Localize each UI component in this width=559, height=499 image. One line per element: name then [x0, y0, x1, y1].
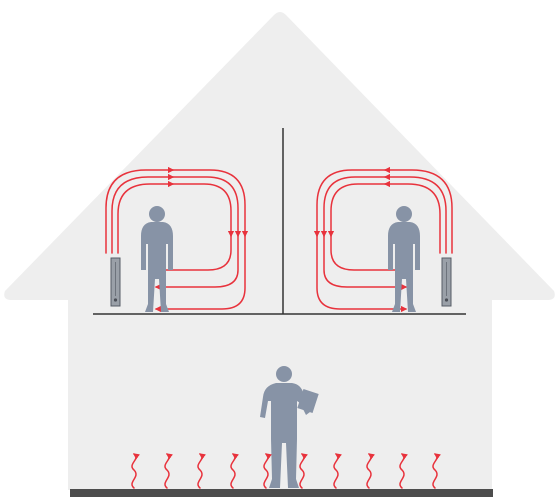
radiator-icon	[111, 258, 120, 306]
radiator-icon	[442, 258, 451, 306]
ground-slab	[70, 489, 493, 497]
